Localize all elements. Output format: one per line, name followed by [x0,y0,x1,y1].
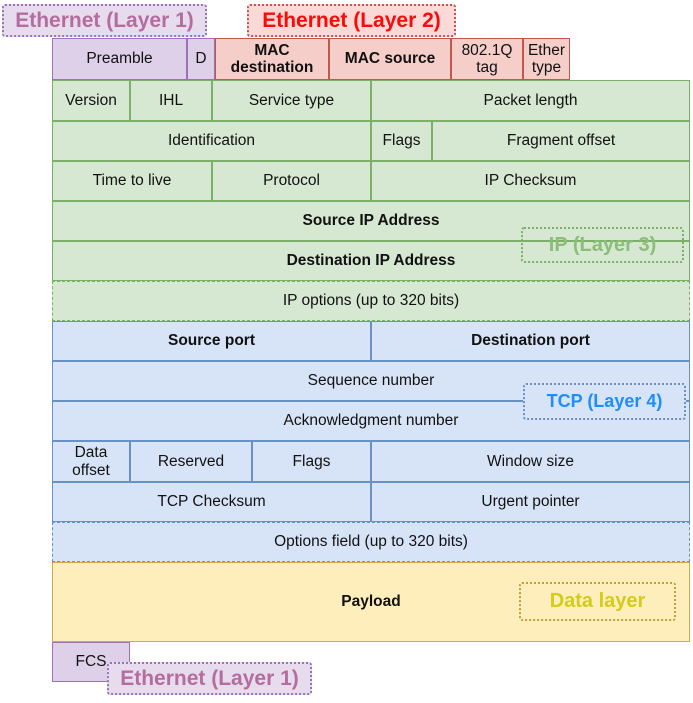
field-service-type: Service type [212,80,371,121]
field-protocol: Protocol [212,161,371,201]
label-data-layer: Data layer [519,582,676,621]
field-reserved: Reserved [130,441,252,482]
field-ether-type: Ether type [523,38,570,80]
field-preamble: Preamble [52,38,187,80]
field-source-port: Source port [52,321,371,361]
field-ip-options: IP options (up to 320 bits) [52,281,690,321]
field-vlan-tag: 802.1Q tag [451,38,523,80]
field-payload: Payload [52,562,690,642]
field-destination-port: Destination port [371,321,690,361]
field-fragment-offset: Fragment offset [432,121,690,161]
field-source-ip-address: Source IP Address [52,201,690,241]
field-version: Version [52,80,130,121]
field-data-offset: Data offset [52,441,130,482]
field-tcp-checksum: TCP Checksum [52,482,371,522]
field-flags: Flags [371,121,432,161]
label-ethernet-layer2: Ethernet (Layer 2) [247,4,456,37]
field-time-to-live: Time to live [52,161,212,201]
field-mac-destination: MAC destination [215,38,329,80]
label-ethernet-layer1-bottom: Ethernet (Layer 1) [107,662,312,695]
field-sfd: D [187,38,215,80]
field-urgent-pointer: Urgent pointer [371,482,690,522]
label-ethernet-layer1-top: Ethernet (Layer 1) [2,4,207,37]
field-options-field: Options field (up to 320 bits) [52,522,690,562]
label-ip-layer3: IP (Layer 3) [521,227,684,263]
field-ihl: IHL [130,80,212,121]
label-tcp-layer4: TCP (Layer 4) [523,383,686,420]
field-window-size: Window size [371,441,690,482]
field-identification: Identification [52,121,371,161]
field-ip-checksum: IP Checksum [371,161,690,201]
field-tcp-flags: Flags [252,441,371,482]
field-packet-length: Packet length [371,80,690,121]
field-mac-source: MAC source [329,38,451,80]
